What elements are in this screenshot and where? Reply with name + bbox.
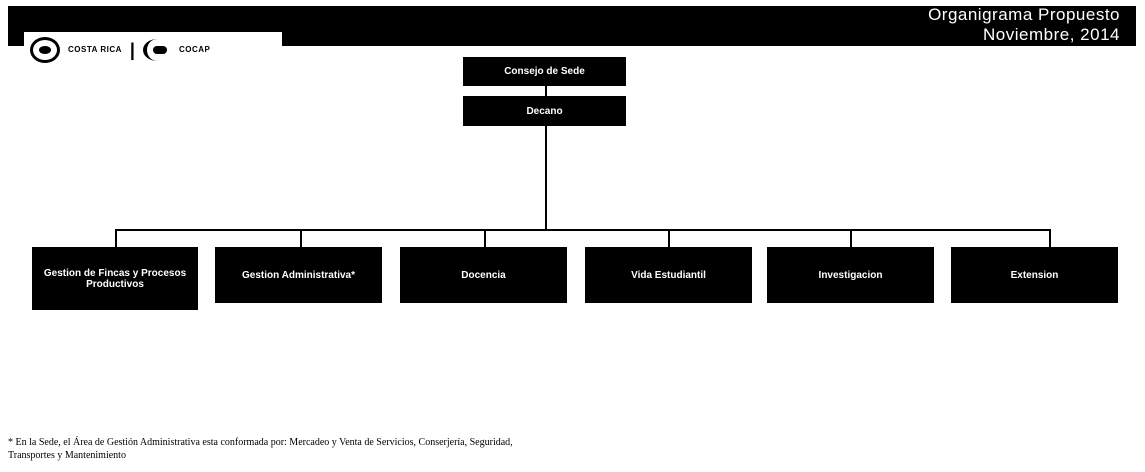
node-consejo-de-sede: Consejo de Sede (463, 57, 626, 86)
node-decano: Decano (463, 96, 626, 126)
footnote-line-1: * En la Sede, el Área de Gestión Adminis… (8, 437, 513, 448)
title-line-1: Organigrama Propuesto (928, 5, 1120, 24)
connector-unit-3 (484, 229, 486, 247)
chart-title: Organigrama Propuesto Noviembre, 2014 (928, 5, 1120, 45)
connector-unit-1 (115, 229, 117, 247)
node-vida-estudiantil: Vida Estudiantil (585, 247, 752, 303)
node-docencia: Docencia (400, 247, 567, 303)
node-gestion-fincas: Gestion de Fincas y Procesos Productivos (32, 247, 198, 310)
left-logo-text: COSTA RICA (68, 45, 122, 54)
logo-separator: | (129, 39, 135, 60)
footnote: * En la Sede, el Área de Gestión Adminis… (8, 436, 1108, 462)
logo-area: COSTA RICA | COCAP (24, 32, 282, 68)
right-logo-text: COCAP (178, 45, 211, 54)
node-extension: Extension (951, 247, 1118, 303)
connector-top-to-decano (545, 86, 547, 96)
footnote-line-2: Transportes y Mantenimiento (8, 450, 126, 461)
connector-unit-2 (300, 229, 302, 247)
connector-unit-5 (850, 229, 852, 247)
cocap-logo-icon (142, 39, 171, 61)
connector-unit-6 (1049, 229, 1051, 247)
connector-decano-to-bus (545, 126, 547, 230)
connector-horizontal-bus (115, 229, 1051, 231)
title-line-2: Noviembre, 2014 (983, 25, 1120, 44)
node-gestion-administrativa: Gestion Administrativa* (215, 247, 382, 303)
node-investigacion: Investigacion (767, 247, 934, 303)
seal-logo-icon (30, 37, 60, 63)
connector-unit-4 (668, 229, 670, 247)
